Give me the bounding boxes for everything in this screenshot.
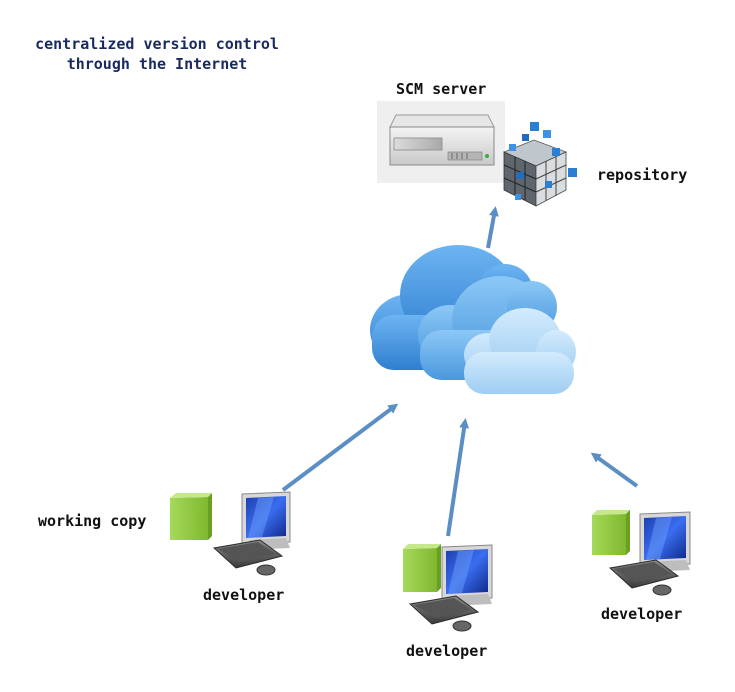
cube-repository-icon bbox=[502, 122, 577, 207]
computer-icon-middle bbox=[408, 544, 493, 632]
cloud-icon bbox=[370, 245, 576, 394]
working-copy-box-left bbox=[170, 493, 212, 540]
title-line-2: through the Internet bbox=[66, 55, 248, 73]
diagram-title: centralized version control through the … bbox=[22, 34, 292, 74]
computer-icon-left bbox=[212, 491, 291, 576]
developer-label-middle: developer bbox=[406, 642, 488, 660]
developer-label-left: developer bbox=[203, 586, 285, 604]
working-copy-box-middle bbox=[403, 544, 441, 592]
arrows bbox=[281, 206, 639, 537]
title-line-1: centralized version control bbox=[35, 35, 279, 53]
scm-server-label: SCM server bbox=[396, 80, 487, 98]
developer-label-right: developer bbox=[601, 605, 683, 623]
server-icon bbox=[377, 101, 505, 183]
working-copy-box-right bbox=[592, 510, 630, 555]
arrow-right-dev-to-cloud bbox=[590, 452, 639, 488]
working-copy-label: working copy bbox=[38, 512, 147, 530]
arrow-cloud-to-server bbox=[486, 206, 499, 249]
arrow-left-dev-to-cloud bbox=[281, 403, 399, 492]
arrow-middle-dev-to-cloud bbox=[446, 418, 470, 537]
repository-label: repository bbox=[597, 166, 688, 184]
computer-icon-right bbox=[608, 511, 691, 596]
